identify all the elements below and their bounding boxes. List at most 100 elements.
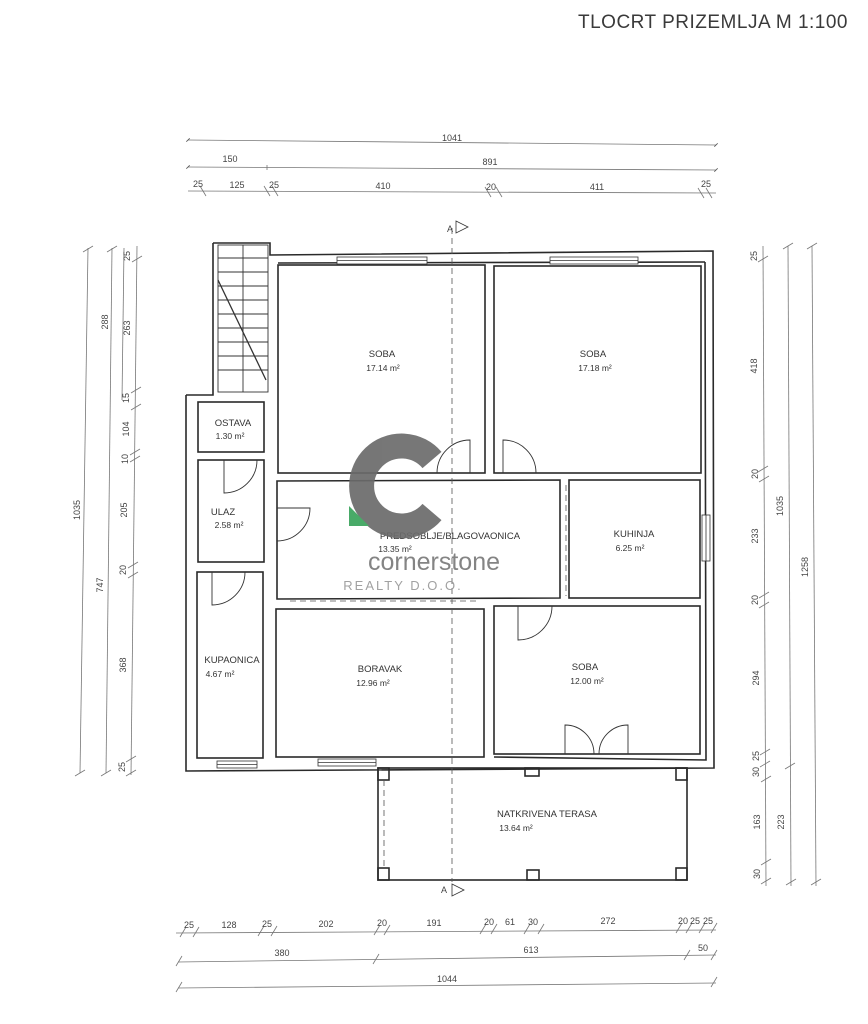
terrace-column-6	[526, 869, 540, 881]
room-soba-3: SOBA 12.00 m²	[570, 662, 604, 686]
dim-left-104: 104	[121, 421, 131, 436]
dim-top-25b: 25	[269, 180, 279, 190]
dim-bottom-191: 191	[426, 918, 441, 928]
door-terrace-left	[564, 724, 595, 755]
room-area: 12.00 m²	[570, 676, 604, 686]
room-area: 13.35 m²	[378, 544, 412, 554]
room-area: 4.67 m²	[206, 669, 235, 679]
terrace-column-4	[377, 867, 390, 881]
dim-left-25a: 25	[122, 251, 132, 261]
wall-ostava	[197, 401, 265, 453]
room-area: 1.30 m²	[216, 431, 245, 441]
logo-green-accent	[349, 506, 369, 526]
room-area: 12.96 m²	[356, 678, 390, 688]
room-natkrivena-terasa: NATKRIVENA TERASA 13.64 m²	[497, 809, 598, 833]
dim-line-left-288	[121, 247, 125, 401]
room-area: 2.58 m²	[215, 520, 244, 530]
right-dimensions	[757, 242, 822, 887]
room-ostava: OSTAVA 1.30 m²	[215, 418, 252, 441]
dim-bottom-380: 380	[274, 948, 289, 958]
terrace-column-2	[675, 767, 688, 781]
dim-line-left-segments	[130, 245, 138, 776]
dim-right-223: 223	[776, 814, 786, 829]
door-ulaz-entry	[276, 507, 311, 542]
dim-right-294: 294	[751, 670, 761, 685]
room-kuhinja: KUHINJA 6.25 m²	[614, 529, 655, 553]
wall-soba-1	[277, 264, 486, 474]
dim-top-25c: 25	[701, 179, 711, 189]
room-name: PREDSOBLJE/BLAGOVAONICA	[380, 531, 521, 542]
dim-line-right-2	[787, 245, 792, 887]
door-terrace-right	[598, 724, 629, 755]
room-boravak: BORAVAK 12.96 m²	[356, 664, 403, 688]
dim-top-150: 150	[222, 154, 237, 164]
room-soba-1: SOBA 17.14 m²	[366, 349, 400, 373]
wall-kupaonica	[196, 571, 264, 759]
terrace-column-5	[675, 867, 688, 881]
dim-right-418: 418	[749, 358, 759, 373]
dim-left-288: 288	[100, 314, 110, 329]
dim-bottom-613: 613	[523, 945, 538, 955]
dim-top-410: 410	[375, 181, 390, 191]
room-name: ULAZ	[211, 507, 235, 518]
outer-wall-notch	[186, 243, 214, 396]
dim-top-125: 125	[229, 180, 244, 190]
room-area: 6.25 m²	[616, 543, 645, 553]
room-name: KUPAONICA	[204, 655, 260, 666]
dim-bottom-61: 61	[505, 917, 515, 927]
top-dimensions	[186, 138, 718, 199]
dim-right-1258: 1258	[800, 557, 810, 577]
room-name: SOBA	[580, 349, 607, 360]
room-soba-2: SOBA 17.18 m²	[578, 349, 612, 373]
windows	[216, 256, 711, 769]
section-arrow-bottom	[451, 883, 465, 897]
bottom-dimension-labels: 25 128 25 202 20 191 20 61 30 272 20 25 …	[184, 916, 713, 984]
staircase	[217, 244, 269, 393]
wall-soba-3	[493, 605, 701, 755]
walls	[185, 242, 715, 881]
dim-left-25b: 25	[117, 762, 127, 772]
dim-bottom-20c: 20	[678, 916, 688, 926]
logo-wordmark: cornerstone	[368, 548, 500, 576]
section-mark-top: A	[447, 220, 469, 234]
wall-kuhinja	[568, 479, 701, 599]
wall-predsoblje	[276, 479, 561, 600]
dim-left-205: 205	[119, 502, 129, 517]
dim-left-368: 368	[118, 657, 128, 672]
door-ostava	[223, 459, 258, 494]
stair-arrow-line	[217, 279, 267, 381]
dim-line-bottom-2	[177, 954, 717, 963]
bottom-dimensions	[175, 922, 718, 993]
dim-bottom-272: 272	[600, 916, 615, 926]
dim-right-25a: 25	[749, 251, 759, 261]
wall-boravak	[275, 608, 485, 758]
dim-top-total: 1041	[442, 133, 462, 143]
dim-line-right-1258	[811, 245, 817, 887]
room-name: SOBA	[369, 349, 396, 360]
dim-line-top-3	[187, 190, 717, 194]
door-kupaonica	[211, 571, 246, 606]
dim-right-20a: 20	[750, 469, 760, 479]
dim-right-30a: 30	[751, 767, 761, 777]
room-name: OSTAVA	[215, 418, 252, 429]
dim-bottom-20a: 20	[377, 918, 387, 928]
dim-bottom-202: 202	[318, 919, 333, 929]
terrace-column-1	[377, 767, 390, 781]
door-soba-2	[502, 439, 537, 474]
room-name: BORAVAK	[358, 664, 403, 675]
dim-bottom-25c: 25	[690, 916, 700, 926]
door-soba-3	[517, 605, 553, 641]
logo-subtitle: REALTY D.O.O.	[343, 578, 462, 593]
dim-line-top-total	[186, 138, 718, 147]
plan-title: TLOCRT PRIZEMLJA M 1:100	[578, 12, 848, 33]
dim-bottom-50: 50	[698, 943, 708, 953]
dim-line-bottom-1044	[177, 982, 717, 989]
cornerstone-watermark-logo: cornerstone REALTY D.O.O.	[343, 433, 500, 593]
room-area: 17.18 m²	[578, 363, 612, 373]
right-dimension-labels: 25 418 20 233 20 294 25 30 163 30 1035 2…	[749, 251, 810, 879]
room-area: 17.14 m²	[366, 363, 400, 373]
room-name: KUHINJA	[614, 529, 655, 540]
door-soba-1	[436, 439, 471, 474]
dim-right-163: 163	[752, 814, 762, 829]
